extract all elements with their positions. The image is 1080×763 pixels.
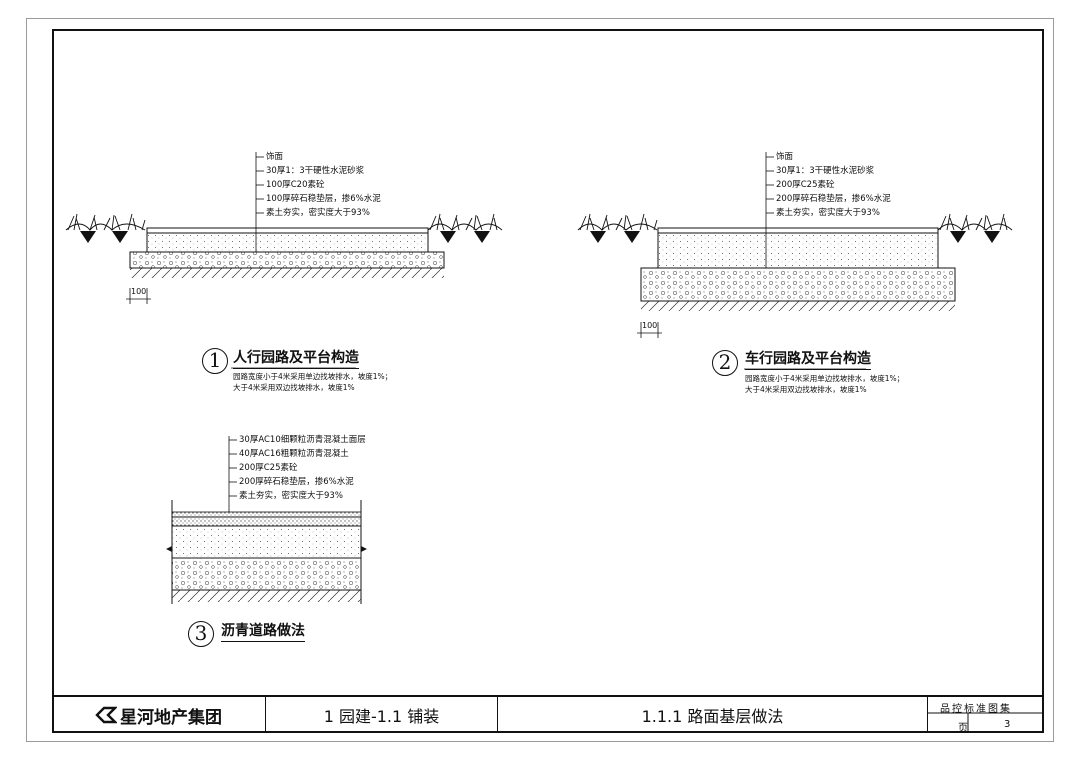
page-number: 3 [1004, 719, 1011, 730]
detail1-layer-2: 30厚1：3干硬性水泥砂浆 [266, 166, 365, 176]
outer-frame [26, 18, 1054, 742]
series-label: 品控标准图集 [940, 704, 1012, 715]
detail2-dimension: 100 [642, 321, 658, 330]
detail2-layer-4: 200厚碎石稳垫层，掺6%水泥 [776, 194, 891, 204]
detail3-layer-2: 40厚AC16粗颗粒沥青混凝土 [239, 449, 349, 459]
detail2-layer-5: 素土夯实，密实度大于93% [776, 208, 880, 218]
detail3-section [166, 436, 367, 604]
detail2-layer-3: 200厚C25素砼 [776, 180, 835, 190]
detail3-layer-1: 30厚AC10细颗粒沥青混凝土面层 [239, 435, 366, 445]
detail1-dimension: 100 [131, 287, 147, 296]
title-block: 星河地产集团 1 园建-1.1 铺装 1.1.1 路面基层做法 品控标准图集 页… [52, 695, 1044, 734]
detail3-title: 沥青道路做法 [221, 620, 305, 642]
detail3-layer-3: 200厚C25素砼 [239, 463, 298, 473]
detail1-note-2: 大于4米采用双边找坡排水，坡度1% [233, 383, 355, 392]
title-block-lines [928, 712, 1044, 733]
detail2-note-1: 园路宽度小于4米采用单边找坡排水，坡度1%； [745, 374, 905, 383]
detail2-layer-2: 30厚1：3干硬性水泥砂浆 [776, 166, 875, 176]
detail1-layer-5: 素土夯实，密实度大于93% [266, 208, 370, 218]
drawing-title: 1.1.1 路面基层做法 [641, 707, 784, 726]
detail2-title: 车行园路及平台构造 [745, 348, 871, 370]
detail2-note-2: 大于4米采用双边找坡排水，坡度1% [745, 385, 867, 394]
section-cell: 1 园建-1.1 铺装 [266, 697, 498, 733]
detail2-number-circle: 2 [712, 350, 738, 376]
detail3-layer-5: 素土夯实，密实度大于93% [239, 491, 343, 501]
company-logo-icon [95, 706, 117, 724]
detail2-section [577, 152, 1013, 370]
detail1-title: 人行园路及平台构造 [233, 347, 359, 369]
detail1-layer-4: 100厚碎石稳垫层，掺6%水泥 [266, 194, 381, 204]
detail1-note-1: 园路宽度小于4米采用单边找坡排水，坡度1%； [233, 372, 393, 381]
drawing-frame [52, 29, 1044, 733]
drawing-title-cell: 1.1.1 路面基层做法 [498, 697, 928, 733]
detail1-layer-3: 100厚C20素砼 [266, 180, 325, 190]
detail3-layer-4: 200厚碎石稳垫层，掺6%水泥 [239, 477, 354, 487]
detail2-layer-1: 饰面 [776, 152, 794, 162]
page-label: 页 [958, 723, 968, 734]
title-block-logo-cell: 星河地产集团 [52, 697, 266, 733]
company-name: 星河地产集团 [120, 707, 222, 728]
detail1-number: 1 [208, 348, 222, 372]
detail1-layer-1: 饰面 [266, 152, 284, 162]
detail1-section [65, 152, 503, 369]
section-title: 1 园建-1.1 铺装 [323, 707, 440, 726]
detail1-number-circle: 1 [202, 348, 228, 374]
detail3-number: 3 [194, 621, 208, 645]
detail3-number-circle: 3 [188, 621, 214, 647]
detail2-number: 2 [718, 350, 732, 374]
